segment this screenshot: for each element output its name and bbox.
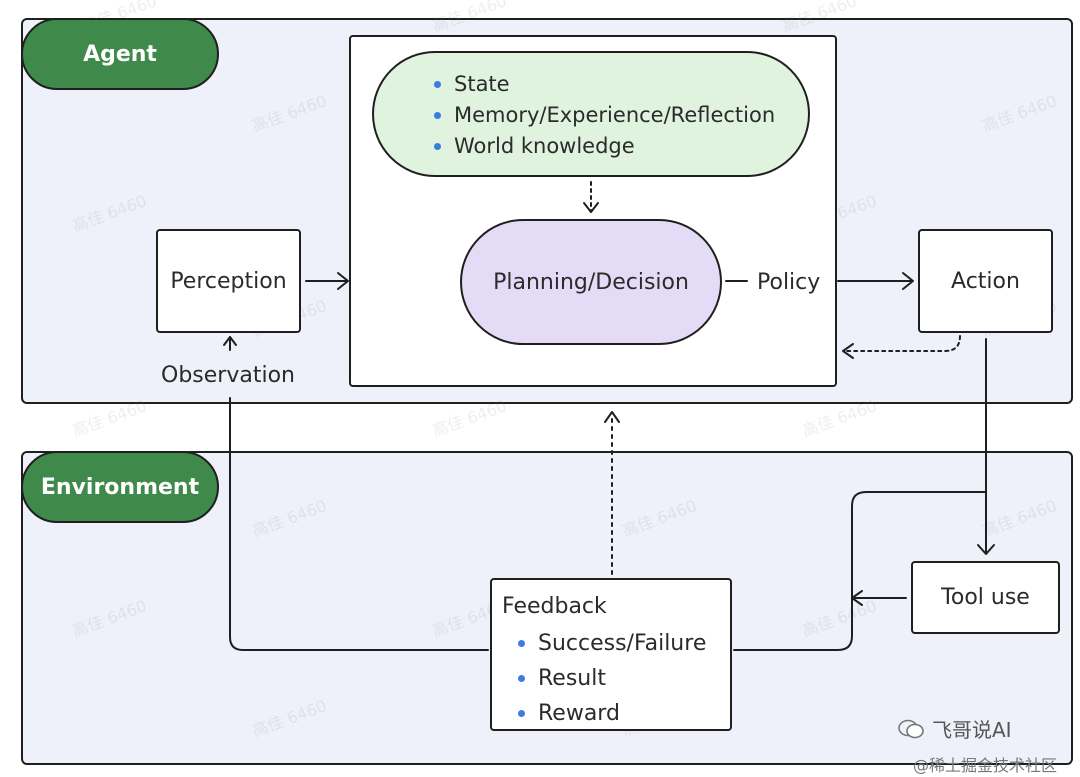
wechat-icon	[898, 719, 924, 739]
environment-title-pill: Environment	[21, 451, 219, 523]
memory-item-state: State	[430, 69, 775, 100]
feedback-box: Feedback Success/Failure Result Reward	[490, 578, 732, 731]
memory-item-experience: Memory/Experience/Reflection	[430, 100, 775, 131]
arrow-action-to-core	[844, 335, 961, 352]
planning-decision-pill: Planning/Decision	[460, 219, 722, 345]
tool-use-box: Tool use	[911, 561, 1060, 634]
action-box: Action	[918, 229, 1053, 333]
feedback-title: Feedback	[502, 594, 607, 619]
policy-label: Policy	[757, 270, 821, 295]
agent-title: Agent	[83, 41, 157, 67]
perception-box: Perception	[156, 229, 301, 333]
credit-site: @稀土掘金技术社区	[913, 756, 1058, 775]
memory-item-world-knowledge: World knowledge	[430, 131, 775, 162]
memory-pill: State Memory/Experience/Reflection World…	[372, 51, 810, 177]
line-feedback-to-observation	[229, 397, 489, 651]
perception-label: Perception	[170, 268, 287, 294]
line-environment-loop	[733, 491, 986, 651]
observation-label: Observation	[161, 363, 295, 388]
credit-channel: 飞哥说AI	[898, 714, 1012, 743]
feedback-item-reward: Reward	[514, 696, 706, 731]
memory-list: State Memory/Experience/Reflection World…	[430, 69, 775, 162]
action-label: Action	[951, 268, 1020, 294]
channel-name: 飞哥说AI	[932, 718, 1012, 742]
tool-use-label: Tool use	[941, 585, 1030, 610]
feedback-item-success-failure: Success/Failure	[514, 626, 706, 661]
environment-title: Environment	[40, 474, 200, 500]
agent-title-pill: Agent	[21, 18, 219, 90]
feedback-list: Success/Failure Result Reward	[514, 626, 706, 731]
planning-decision-label: Planning/Decision	[493, 269, 689, 295]
feedback-item-result: Result	[514, 661, 706, 696]
